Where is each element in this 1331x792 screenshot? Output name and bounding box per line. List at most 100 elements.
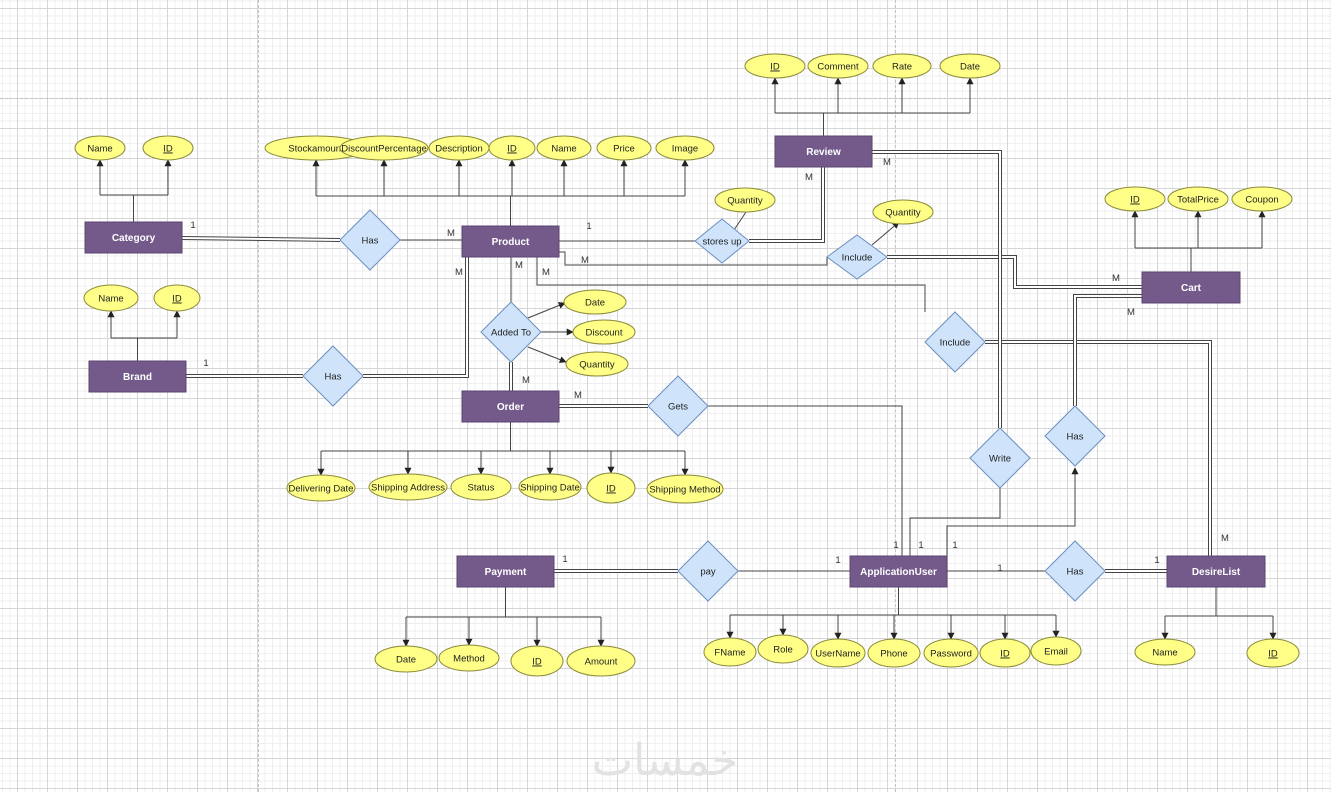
relationship-diamond	[677, 540, 739, 602]
attribute-order-shipping-method[interactable]: Shipping Method	[646, 474, 724, 504]
gets-user-edge	[708, 405, 903, 556]
attribute-category-name[interactable]: Name	[74, 135, 126, 161]
attribute-order-status[interactable]: Status	[450, 473, 512, 501]
entity-review[interactable]: Review	[774, 135, 873, 168]
attribute-brand-id[interactable]: ID	[153, 284, 201, 312]
relationship-has-desirelist[interactable]: Has	[1044, 540, 1106, 602]
attribute-ellipse	[744, 53, 806, 79]
attribute-ellipse	[867, 638, 921, 668]
entity-product[interactable]: Product	[461, 225, 560, 258]
stores-up-quantity-link	[733, 211, 747, 231]
entity-label: Cart	[1181, 283, 1202, 294]
attribute-category-id[interactable]: ID	[142, 135, 194, 161]
attribute-label: Name	[551, 144, 576, 155]
attribute-ellipse	[872, 199, 934, 225]
attribute-label: Shipping Address	[371, 483, 445, 494]
attribute-applicationuser-password[interactable]: Password	[923, 638, 979, 668]
attribute-cart-id[interactable]: ID	[1104, 186, 1166, 212]
attribute-ellipse	[872, 53, 932, 79]
attribute-label: Email	[1044, 647, 1068, 658]
attribute-review-comment[interactable]: Comment	[807, 53, 869, 79]
include-quantity-link	[871, 221, 900, 246]
attribute-applicationuser-email[interactable]: Email	[1030, 636, 1082, 666]
attribute-ellipse	[74, 135, 126, 161]
attribute-ellipse	[807, 53, 869, 79]
relationship-include-cart[interactable]: Include	[826, 234, 888, 280]
relationship-stores-up[interactable]: stores up	[694, 218, 750, 264]
attribute-ellipse	[83, 284, 139, 312]
cardinality-desirelist-has: 1	[1154, 555, 1159, 566]
attribute-desirelist-name[interactable]: Name	[1134, 638, 1196, 666]
cardinality-category-has: 1	[190, 220, 195, 231]
relationship-has-category[interactable]: Has	[339, 209, 401, 271]
attribute-added-to-date[interactable]: Date	[563, 289, 627, 315]
attribute-payment-id[interactable]: ID	[510, 645, 564, 677]
attribute-cart-coupon[interactable]: Coupon	[1231, 186, 1293, 212]
added-to-quantity-link	[527, 346, 567, 363]
attribute-product-id[interactable]: ID	[488, 135, 536, 161]
attribute-include-cart-quantity[interactable]: Quantity	[872, 199, 934, 225]
attribute-applicationuser-role[interactable]: Role	[757, 634, 809, 664]
cardinality-order-gets: M	[574, 390, 582, 401]
entity-category[interactable]: Category	[84, 221, 183, 254]
include-cart-edge-inner	[887, 256, 1142, 288]
relationship-pay[interactable]: pay	[677, 540, 739, 602]
attribute-order-id[interactable]: ID	[586, 472, 636, 504]
attribute-payment-date[interactable]: Date	[374, 645, 438, 673]
relationship-label: pay	[700, 567, 716, 578]
relationship-has-cart[interactable]: Has	[1044, 405, 1106, 467]
attribute-applicationuser-id[interactable]: ID	[979, 638, 1031, 668]
attribute-ellipse	[286, 474, 356, 502]
attribute-product-name[interactable]: Name	[536, 135, 592, 161]
attribute-review-id[interactable]: ID	[744, 53, 806, 79]
attribute-review-rate[interactable]: Rate	[872, 53, 932, 79]
attribute-order-shipping-address[interactable]: Shipping Address	[368, 473, 448, 501]
attribute-applicationuser-phone[interactable]: Phone	[867, 638, 921, 668]
attribute-applicationuser-username[interactable]: UserName	[810, 638, 866, 668]
attribute-payment-method[interactable]: Method	[438, 644, 500, 672]
relationship-has-brand[interactable]: Has	[302, 345, 364, 407]
attribute-added-to-quantity[interactable]: Quantity	[565, 351, 629, 377]
attribute-ellipse	[368, 473, 448, 501]
has-brand-product-edge-outer	[363, 257, 469, 378]
attribute-brand-name[interactable]: Name	[83, 284, 139, 312]
attribute-product-discountpercentage[interactable]: DiscountPercentage	[339, 135, 429, 161]
attribute-label: Shipping Method	[649, 485, 720, 496]
relationship-diamond	[924, 311, 986, 373]
attribute-label: Method	[453, 654, 485, 665]
entity-desirelist[interactable]: DesireList	[1166, 555, 1266, 588]
attribute-payment-amount[interactable]: Amount	[566, 645, 636, 677]
relationship-added-to[interactable]: Added To	[480, 301, 542, 363]
node-layer: Category Product ReviewCartBrandOrderPayme…	[74, 53, 1300, 677]
relationship-gets[interactable]: Gets	[647, 375, 709, 437]
attribute-order-delivering-date[interactable]: Delivering Date	[286, 474, 356, 502]
attribute-label: Coupon	[1245, 195, 1278, 206]
entity-brand[interactable]: Brand	[88, 360, 187, 393]
entity-applicationuser[interactable]: ApplicationUser	[849, 555, 948, 588]
entity-order[interactable]: Order	[461, 390, 560, 423]
attribute-desirelist-id[interactable]: ID	[1246, 638, 1300, 668]
attribute-review-date[interactable]: Date	[939, 53, 1001, 79]
entity-box	[774, 135, 873, 168]
cardinality-product-include-desirelist: M	[542, 267, 550, 278]
entity-cart[interactable]: Cart	[1141, 271, 1241, 304]
relationship-include-desirelist[interactable]: Include	[924, 311, 986, 373]
attribute-added-to-discount[interactable]: Discount	[572, 319, 636, 345]
entity-payment[interactable]: Payment	[456, 555, 555, 588]
cardinality-user-pay: 1	[835, 555, 840, 566]
cardinality-cart-include: M	[1112, 273, 1120, 284]
relationship-write[interactable]: Write	[969, 427, 1031, 489]
attribute-product-price[interactable]: Price	[596, 135, 652, 161]
attribute-ellipse	[757, 634, 809, 664]
attribute-order-shipping-date[interactable]: Shipping Date	[518, 473, 582, 501]
attribute-cart-totalprice[interactable]: TotalPrice	[1167, 186, 1229, 212]
attribute-product-image[interactable]: Image	[655, 135, 715, 161]
key-attribute-label: ID	[1000, 649, 1010, 660]
attribute-stores-up-quantity[interactable]: Quantity	[714, 187, 776, 213]
entity-label: Brand	[123, 372, 152, 383]
attribute-label: Price	[613, 144, 635, 155]
attribute-applicationuser-fname[interactable]: FName	[703, 637, 757, 667]
attribute-ellipse	[586, 472, 636, 504]
attribute-product-description[interactable]: Description	[428, 135, 490, 161]
